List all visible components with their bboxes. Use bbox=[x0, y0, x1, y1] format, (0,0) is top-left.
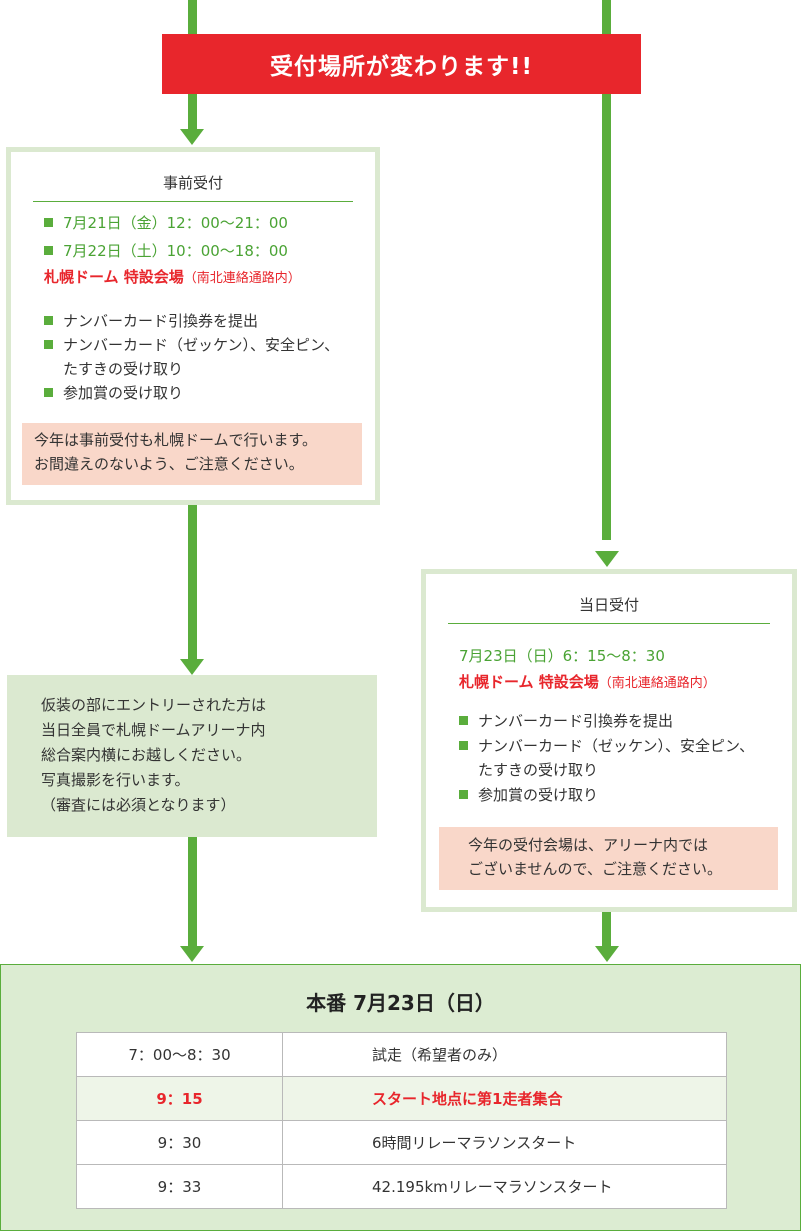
schedule-event: 6時間リレーマラソンスタート bbox=[282, 1120, 727, 1165]
day-reception-date: 7月23日（日）6：15～8：30 bbox=[459, 647, 665, 665]
table-row: 9：15 スタート地点に第1走者集合 bbox=[76, 1076, 727, 1121]
pre-reception-title: 事前受付 bbox=[33, 152, 353, 202]
square-bullet-icon bbox=[44, 246, 53, 255]
day-reception-item-3: 参加賞の受け取り bbox=[459, 784, 598, 807]
main-event-panel: 本番 7月23日（日） 7：00～8：30 試走（希望者のみ） 9：15 スター… bbox=[0, 964, 801, 1231]
square-bullet-icon bbox=[44, 316, 53, 325]
square-bullet-icon bbox=[44, 388, 53, 397]
pre-reception-venue: 札幌ドーム 特設会場（南北連絡通路内） bbox=[44, 268, 301, 286]
pre-reception-date-2: 7月22日（土）10：00～18：00 bbox=[44, 240, 288, 263]
pre-reception-item-2: ナンバーカード（ゼッケン）、安全ピン、 bbox=[44, 334, 339, 357]
day-reception-venue: 札幌ドーム 特設会場（南北連絡通路内） bbox=[459, 673, 716, 691]
flow-line-left-mid bbox=[188, 505, 197, 660]
schedule-time: 9：33 bbox=[76, 1164, 283, 1209]
square-bullet-icon bbox=[459, 741, 468, 750]
square-bullet-icon bbox=[44, 218, 53, 227]
day-reception-item-1: ナンバーカード引換券を提出 bbox=[459, 710, 673, 733]
table-row: 7：00～8：30 試走（希望者のみ） bbox=[76, 1032, 727, 1077]
schedule-time: 7：00～8：30 bbox=[76, 1032, 283, 1077]
day-reception-note: 今年の受付会場は、アリーナ内では ございませんので、ご注意ください。 bbox=[439, 827, 778, 890]
main-event-title: 本番 7月23日（日） bbox=[306, 991, 495, 1015]
table-row: 9：33 42.195kmリレーマラソンスタート bbox=[76, 1164, 727, 1209]
flow-arrow-down-icon bbox=[595, 551, 619, 567]
flow-line-right-bottom bbox=[602, 910, 611, 947]
pre-reception-note: 今年は事前受付も札幌ドームで行います。 お間違えのないよう、ご注意ください。 bbox=[22, 423, 362, 485]
flow-line-right-top bbox=[602, 0, 611, 540]
day-reception-title: 当日受付 bbox=[448, 574, 770, 624]
square-bullet-icon bbox=[459, 790, 468, 799]
pre-reception-item-1: ナンバーカード引換券を提出 bbox=[44, 310, 258, 333]
flow-arrow-down-icon bbox=[180, 129, 204, 145]
flow-arrow-down-icon bbox=[180, 946, 204, 962]
flow-line-left-bottom bbox=[188, 837, 197, 947]
schedule-event: スタート地点に第1走者集合 bbox=[282, 1076, 727, 1121]
reception-change-banner: 受付場所が変わります!! bbox=[162, 34, 641, 94]
pre-reception-item-2-cont: たすきの受け取り bbox=[63, 360, 184, 378]
pre-reception-date-1: 7月21日（金）12：00～21：00 bbox=[44, 212, 288, 235]
costume-entry-note: 仮装の部にエントリーされた方は 当日全員で札幌ドームアリーナ内 総合案内横にお越… bbox=[7, 675, 377, 837]
flow-arrow-down-icon bbox=[595, 946, 619, 962]
day-reception-item-2-cont: たすきの受け取り bbox=[478, 761, 599, 779]
schedule-table: 7：00～8：30 試走（希望者のみ） 9：15 スタート地点に第1走者集合 9… bbox=[76, 1032, 727, 1209]
schedule-event: 試走（希望者のみ） bbox=[282, 1032, 727, 1077]
schedule-time: 9：30 bbox=[76, 1120, 283, 1165]
schedule-time: 9：15 bbox=[76, 1076, 283, 1121]
square-bullet-icon bbox=[44, 340, 53, 349]
flow-arrow-down-icon bbox=[180, 659, 204, 675]
pre-reception-item-3: 参加賞の受け取り bbox=[44, 382, 183, 405]
square-bullet-icon bbox=[459, 716, 468, 725]
day-reception-item-2: ナンバーカード（ゼッケン）、安全ピン、 bbox=[459, 735, 754, 758]
table-row: 9：30 6時間リレーマラソンスタート bbox=[76, 1120, 727, 1165]
schedule-event: 42.195kmリレーマラソンスタート bbox=[282, 1164, 727, 1209]
